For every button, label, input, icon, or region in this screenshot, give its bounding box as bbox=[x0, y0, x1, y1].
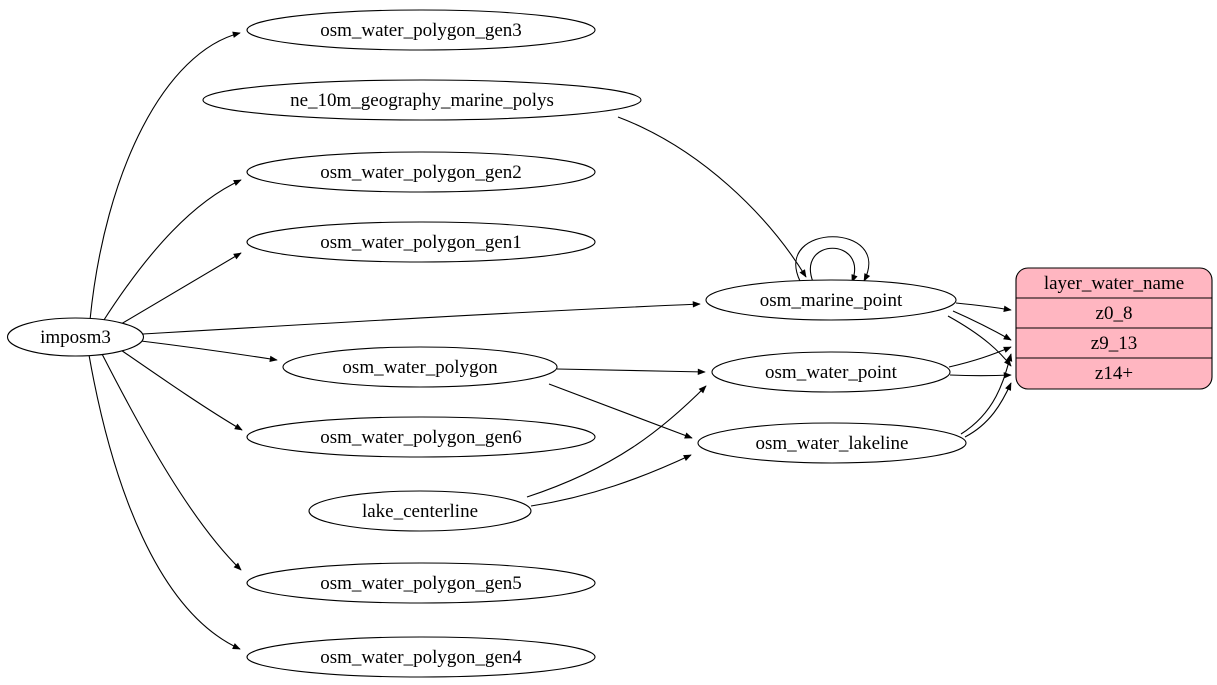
edge-lake_centerline-osm_water_point bbox=[526, 385, 707, 498]
node-osm_water_polygon_gen6: osm_water_polygon_gen6 bbox=[246, 416, 596, 458]
record-row-z0_8: z0_8 bbox=[1096, 303, 1133, 324]
edge-imposm3-osm_water_polygon bbox=[140, 340, 278, 363]
node-ne_10m_geography_marine_polys: ne_10m_geography_marine_polys bbox=[202, 79, 642, 121]
node-label-osm_water_polygon_gen2: osm_water_polygon_gen2 bbox=[320, 162, 522, 183]
edge-imposm3-osm_water_polygon_gen2 bbox=[101, 179, 242, 324]
node-ellipse-osm_water_polygon_gen1 bbox=[246, 221, 596, 263]
node-osm_water_lakeline: osm_water_lakeline bbox=[697, 422, 967, 464]
node-ellipse-osm_marine_point bbox=[705, 279, 957, 321]
edges-layer bbox=[88, 31, 1013, 650]
node-osm_marine_point: osm_marine_point bbox=[705, 279, 957, 321]
edge-osm_water_point-z9_13 bbox=[948, 346, 1012, 368]
node-label-imposm3: imposm3 bbox=[40, 327, 111, 348]
node-label-osm_water_polygon_gen5: osm_water_polygon_gen5 bbox=[320, 573, 522, 594]
edge-imposm3-osm_water_polygon_gen6 bbox=[117, 347, 243, 431]
edge-osm_water_point-z14plus bbox=[949, 372, 1012, 379]
node-imposm3: imposm3 bbox=[6, 317, 145, 357]
edge-imposm3-osm_marine_point bbox=[142, 301, 701, 335]
record-title: layer_water_name bbox=[1044, 273, 1184, 294]
node-label-osm_water_polygon_gen1: osm_water_polygon_gen1 bbox=[320, 232, 522, 253]
edge-osm_water_lakeline-z14plus bbox=[964, 382, 1012, 438]
node-label-osm_water_polygon: osm_water_polygon bbox=[342, 357, 498, 378]
node-osm_water_polygon_gen1: osm_water_polygon_gen1 bbox=[246, 221, 596, 263]
edge-ne_10m_geography_marine_polys-osm_marine_point bbox=[617, 116, 807, 278]
node-osm_water_polygon_gen2: osm_water_polygon_gen2 bbox=[246, 151, 596, 193]
node-osm_water_polygon: osm_water_polygon bbox=[282, 346, 558, 388]
record-node-layer_water_name: layer_water_name z0_8 z9_13 z14+ bbox=[1015, 267, 1213, 390]
node-ellipse-osm_water_point bbox=[711, 351, 951, 393]
edge-osm_marine_point-self-inner bbox=[810, 247, 858, 283]
node-osm_water_polygon_gen4: osm_water_polygon_gen4 bbox=[246, 636, 596, 678]
node-ellipse-ne_10m_geography_marine_polys bbox=[202, 79, 642, 121]
edge-lake_centerline-osm_water_lakeline bbox=[530, 454, 692, 507]
node-osm_water_polygon_gen3: osm_water_polygon_gen3 bbox=[246, 9, 596, 51]
node-label-ne_10m_geography_marine_polys: ne_10m_geography_marine_polys bbox=[290, 90, 554, 111]
node-ellipse-osm_water_polygon_gen2 bbox=[246, 151, 596, 193]
record-row-z9_13: z9_13 bbox=[1091, 333, 1137, 354]
node-ellipse-osm_water_polygon_gen4 bbox=[246, 636, 596, 678]
node-label-osm_water_point: osm_water_point bbox=[765, 362, 898, 383]
edge-osm_water_polygon-osm_water_point bbox=[556, 368, 706, 376]
node-ellipse-lake_centerline bbox=[308, 490, 532, 532]
edge-osm_marine_point-self-outer bbox=[795, 236, 871, 282]
node-label-osm_water_polygon_gen6: osm_water_polygon_gen6 bbox=[320, 427, 522, 448]
node-label-osm_water_lakeline: osm_water_lakeline bbox=[755, 433, 908, 454]
edge-osm_marine_point-z0_8 bbox=[955, 302, 1012, 312]
node-ellipse-osm_water_polygon_gen3 bbox=[246, 9, 596, 51]
node-ellipse-osm_water_polygon bbox=[282, 346, 558, 388]
node-label-osm_marine_point: osm_marine_point bbox=[760, 290, 903, 311]
edge-imposm3-osm_water_polygon_gen5 bbox=[100, 351, 242, 571]
node-lake_centerline: lake_centerline bbox=[308, 490, 532, 532]
node-osm_water_point: osm_water_point bbox=[711, 351, 951, 393]
record-row-z14plus: z14+ bbox=[1095, 363, 1133, 384]
edge-osm_marine_point-z9_13 bbox=[952, 310, 1012, 341]
nodes-layer: imposm3 osm_water_polygon_gen3 ne_10m_ge… bbox=[6, 9, 1213, 678]
node-label-lake_centerline: lake_centerline bbox=[362, 501, 478, 522]
edge-imposm3-osm_water_polygon_gen3 bbox=[89, 31, 241, 321]
node-label-osm_water_polygon_gen4: osm_water_polygon_gen4 bbox=[320, 647, 522, 668]
node-ellipse-osm_water_polygon_gen5 bbox=[246, 562, 596, 604]
edge-osm_water_lakeline-z9_13 bbox=[960, 353, 1013, 435]
edge-osm_water_polygon-osm_water_lakeline bbox=[548, 383, 693, 439]
node-label-osm_water_polygon_gen3: osm_water_polygon_gen3 bbox=[320, 20, 522, 41]
edge-imposm3-osm_water_polygon_gen4 bbox=[88, 354, 241, 650]
node-ellipse-imposm3 bbox=[6, 317, 145, 357]
edge-imposm3-osm_water_polygon_gen1 bbox=[115, 252, 242, 328]
node-osm_water_polygon_gen5: osm_water_polygon_gen5 bbox=[246, 562, 596, 604]
node-ellipse-osm_water_polygon_gen6 bbox=[246, 416, 596, 458]
node-ellipse-osm_water_lakeline bbox=[697, 422, 967, 464]
